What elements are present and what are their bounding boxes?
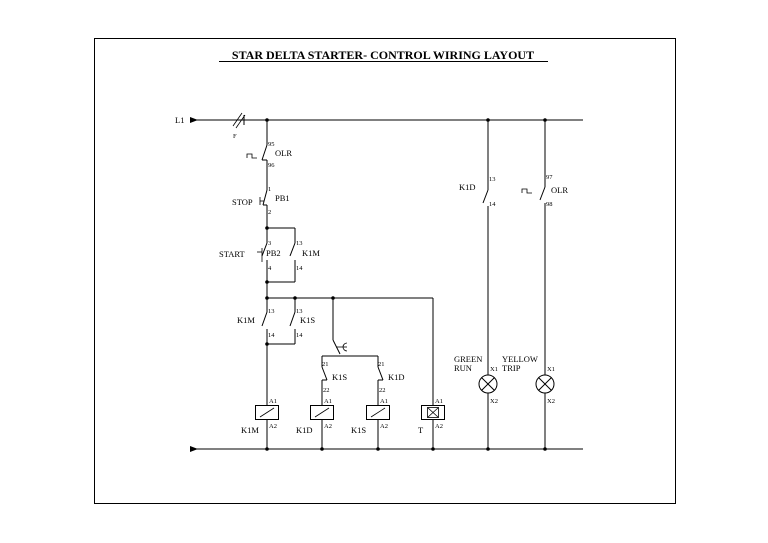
stop-pb-label: PB1 [275, 193, 290, 203]
k1d-nc-label: K1D [388, 372, 405, 382]
diagram-title: STAR DELTA STARTER- CONTROL WIRING LAYOU… [232, 48, 534, 62]
coil-k1d-a1: A1 [324, 398, 332, 405]
olr-no-t1: 97 [546, 174, 553, 181]
lamp-green-label2: RUN [454, 363, 472, 373]
olr-no-label: OLR [551, 185, 568, 195]
olr-nc-t1: 95 [268, 141, 275, 148]
k1s-aux-label: K1S [300, 315, 315, 325]
olr-no-branch [521, 120, 546, 449]
hold-label: K1M [302, 248, 320, 258]
k1d-no-branch [482, 120, 489, 449]
coil-k1s-label: K1S [351, 425, 366, 435]
coil-k1d [310, 405, 334, 420]
start-t2: 4 [268, 265, 272, 272]
k1d-no-t2: 14 [489, 201, 496, 208]
k1d-no-t1: 13 [489, 176, 496, 183]
k1m-aux-t2: 14 [268, 332, 275, 339]
k1d-nc-t2: 22 [379, 387, 386, 394]
coil-k1s-a2: A2 [380, 423, 388, 430]
lamp-green-x1: X1 [490, 366, 498, 373]
stop-label: STOP [232, 197, 253, 207]
hold-t2: 14 [296, 265, 303, 272]
olr-nc-t2: 96 [268, 162, 275, 169]
coil-k1m-a2: A2 [269, 423, 277, 430]
coil-k1d-a2: A2 [324, 423, 332, 430]
junction-dots [265, 118, 547, 451]
k1s-nc-t2: 22 [323, 387, 330, 394]
k1s-nc-label: K1S [332, 372, 347, 382]
olr-no-t2: 98 [546, 201, 553, 208]
k1s-nc-t1: 21 [322, 361, 329, 368]
hold-t1: 13 [296, 240, 303, 247]
lamp-yellow [535, 374, 555, 394]
diagram-frame [94, 38, 676, 504]
stop-t2: 2 [268, 209, 271, 216]
main-branch [246, 120, 268, 449]
lamp-yellow-label1: YELLOW [502, 354, 538, 364]
lamp-green-x2: X2 [490, 398, 498, 405]
coil-k1m-a1: A1 [269, 398, 277, 405]
coil-timer-a2: A2 [435, 423, 443, 430]
timer-contact-branch [321, 298, 384, 449]
coil-timer [421, 405, 445, 420]
stop-t1: 1 [268, 186, 271, 193]
start-t1: 3 [268, 240, 271, 247]
l1-label: L1 [175, 115, 184, 125]
lamp-yellow-x2: X2 [547, 398, 555, 405]
coil-k1m [255, 405, 279, 420]
k1s-aux-t1: 13 [296, 308, 303, 315]
k1m-aux-label: K1M [237, 315, 255, 325]
lamp-green [478, 374, 498, 394]
hold-contact-k1m [267, 227, 296, 283]
coil-k1s [366, 405, 390, 420]
k1d-no-label: K1D [459, 182, 476, 192]
coil-timer-a1: A1 [435, 398, 443, 405]
k1d-nc-t1: 21 [378, 361, 385, 368]
olr-nc-label: OLR [275, 148, 292, 158]
k1s-aux-t2: 14 [296, 332, 303, 339]
lamp-green-label1: GREEN [454, 354, 482, 364]
start-pb-label: PB2 [266, 248, 281, 258]
start-label: START [219, 249, 246, 259]
fuse-symbol [232, 112, 246, 129]
lamp-yellow-label2: TRIP [502, 363, 521, 373]
k1s-aux-contact [267, 298, 296, 345]
coil-timer-label: T [418, 425, 424, 435]
fuse-label: F [233, 133, 237, 140]
coil-k1m-label: K1M [241, 425, 259, 435]
k1m-aux-t1: 13 [268, 308, 275, 315]
coil-k1d-label: K1D [296, 425, 313, 435]
lamp-yellow-x1: X1 [547, 366, 555, 373]
coil-k1s-a1: A1 [380, 398, 388, 405]
